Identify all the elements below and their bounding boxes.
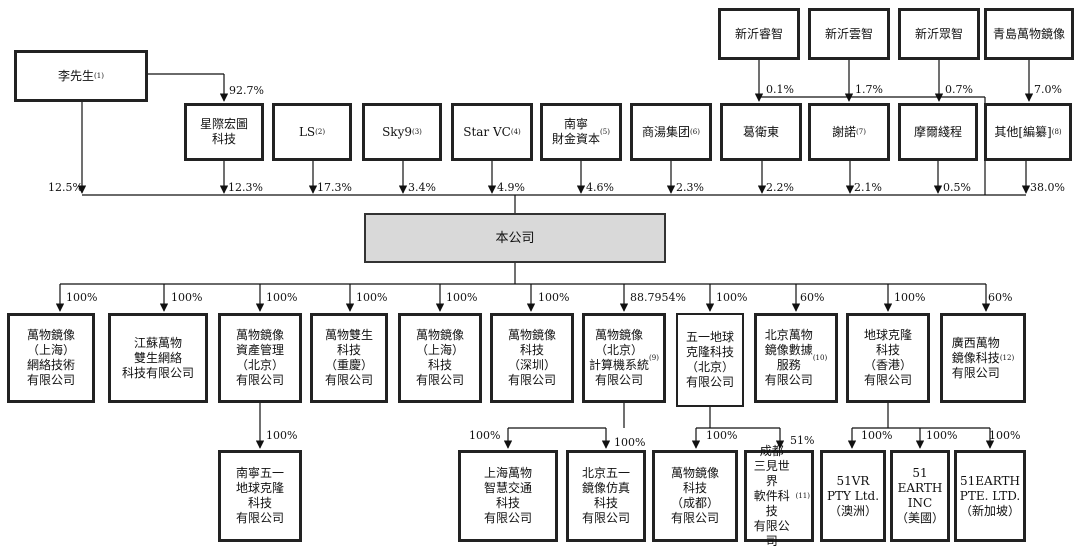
- shareholder-li: 李先生(1): [14, 50, 148, 102]
- pct-sub-5: 100%: [446, 291, 478, 304]
- pct-ls: 17.3%: [317, 181, 352, 194]
- subsidiary-2: 江蘇萬物 雙生網絡 科技有限公司: [108, 313, 208, 403]
- top-entity-xinyi-zhongzhi: 新沂眾智: [898, 8, 980, 60]
- subsubsidiary-51earth-us: 51 EARTH INC （美國）: [890, 450, 950, 542]
- subsubsidiary-nanning: 南寧五一 地球克隆 科技 有限公司: [218, 450, 302, 542]
- pct-li-to-xingji: 92.7%: [229, 84, 264, 97]
- pct-subsub-sanjian: 51%: [790, 434, 815, 447]
- shareholder-starvc-label: Star VC: [463, 124, 511, 139]
- shareholder-nanning-label: 南寧 財金資本: [552, 117, 601, 146]
- shareholder-sky9: Sky9(3): [362, 103, 442, 161]
- note-12: (12): [999, 353, 1015, 362]
- subsidiary-9-label: 北京萬物 鏡像數據 服務 有限公司: [764, 328, 813, 387]
- shareholder-xingji: 星際宏圖 科技: [184, 103, 264, 161]
- shareholder-xienuo: 謝諾(7): [808, 103, 890, 161]
- subsidiary-7-label: 萬物鏡像 （北京） 計算機系統 有限公司: [589, 328, 650, 387]
- subsubsidiary-sanjian: 成都 三見世界 軟件科技 有限公司 (11): [744, 444, 814, 548]
- pct-sub-6: 100%: [538, 291, 570, 304]
- subsubsidiary-51earth-sg: 51EARTH PTE. LTD. （新加坡）: [954, 450, 1026, 542]
- shareholder-nanning: 南寧 財金資本(5): [540, 103, 622, 161]
- subsubsidiary-chengdu: 萬物鏡像 科技 （成都） 有限公司: [652, 450, 738, 542]
- pct-sub-10: 100%: [894, 291, 926, 304]
- pct-subsub-51earth-sg: 100%: [989, 429, 1021, 442]
- pct-ruizhi: 0.1%: [766, 83, 794, 96]
- top-entity-xinyi-ruizhi: 新沂睿智: [718, 8, 800, 60]
- shareholder-ls: LS(2): [272, 103, 352, 161]
- shareholder-gewei: 葛衛東: [720, 103, 802, 161]
- shareholder-shangtang-label: 商湯集团: [642, 124, 691, 139]
- pct-xienuo: 2.1%: [854, 181, 882, 194]
- note-10: (10): [812, 353, 828, 362]
- note-3: (3): [411, 127, 422, 136]
- pct-starvc: 4.9%: [497, 181, 525, 194]
- shareholder-others-label: 其他[編纂]: [994, 124, 1052, 139]
- subsidiary-7: 萬物鏡像 （北京） 計算機系統 有限公司(9): [582, 313, 666, 403]
- subsidiary-8: 五一地球 克隆科技 （北京） 有限公司: [676, 313, 744, 407]
- top-entity-qingdao: 青島萬物鏡像: [984, 8, 1074, 60]
- subsubsidiary-51vr: 51VR PTY Ltd. （澳洲）: [820, 450, 886, 542]
- pct-others: 38.0%: [1030, 181, 1065, 194]
- note-8: (8): [1051, 127, 1062, 136]
- pct-zhongzhi: 0.7%: [945, 83, 973, 96]
- pct-qingdao: 7.0%: [1034, 83, 1062, 96]
- shareholder-shangtang: 商湯集团(6): [630, 103, 712, 161]
- note-4: (4): [510, 127, 521, 136]
- pct-sub-8: 100%: [716, 291, 748, 304]
- subsidiary-5: 萬物鏡像 （上海） 科技 有限公司: [398, 313, 482, 403]
- subsidiary-11-label: 廣西萬物 鏡像科技 有限公司: [951, 335, 1000, 380]
- pct-subsub-beijing: 100%: [614, 436, 646, 449]
- pct-subsub-chengdu: 100%: [706, 429, 738, 442]
- pct-subsub-nanning: 100%: [266, 429, 298, 442]
- pct-sky9: 3.4%: [408, 181, 436, 194]
- top-entity-xinyi-yunzhi: 新沂雲智: [808, 8, 890, 60]
- pct-sub-3: 100%: [266, 291, 298, 304]
- subsidiary-6: 萬物鏡像 科技 （深圳） 有限公司: [490, 313, 574, 403]
- pct-sub-4: 100%: [356, 291, 388, 304]
- pct-subsub-shanghai: 100%: [469, 429, 501, 442]
- note-1: (1): [94, 71, 104, 80]
- subsidiary-11: 廣西萬物 鏡像科技 有限公司(12): [940, 313, 1026, 403]
- shareholder-others: 其他[編纂](8): [984, 103, 1072, 161]
- subsidiary-10: 地球克隆 科技 （香港） 有限公司: [846, 313, 930, 403]
- pct-nanning: 4.6%: [586, 181, 614, 194]
- subsidiary-4: 萬物雙生 科技 （重慶） 有限公司: [310, 313, 388, 403]
- note-9: (9): [649, 353, 659, 362]
- pct-sub-1: 100%: [66, 291, 98, 304]
- subsubsidiary-shanghai: 上海萬物 智慧交通 科技 有限公司: [458, 450, 558, 542]
- pct-sub-2: 100%: [171, 291, 203, 304]
- pct-sub-11: 60%: [988, 291, 1013, 304]
- shareholder-starvc: Star VC(4): [451, 103, 533, 161]
- shareholder-ls-label: LS: [298, 124, 316, 139]
- shareholder-sky9-label: Sky9: [382, 124, 412, 139]
- pct-moer: 0.5%: [943, 181, 971, 194]
- subsidiary-1: 萬物鏡像 （上海） 網絡技術 有限公司: [7, 313, 95, 403]
- subsubsidiary-beijing: 北京五一 鏡像仿真 科技 有限公司: [566, 450, 646, 542]
- shareholder-moer: 摩爾綫程: [898, 103, 978, 161]
- subsidiary-3: 萬物鏡像 資產管理 （北京） 有限公司: [218, 313, 302, 403]
- note-7: (7): [856, 127, 866, 136]
- company-box: 本公司: [364, 213, 666, 263]
- note-5: (5): [600, 127, 610, 136]
- shareholder-li-label: 李先生: [58, 68, 95, 83]
- pct-subsub-51vr: 100%: [861, 429, 893, 442]
- pct-yunzhi: 1.7%: [855, 83, 883, 96]
- note-11: (11): [795, 491, 810, 500]
- pct-gewei: 2.2%: [766, 181, 794, 194]
- pct-subsub-51earth-us: 100%: [926, 429, 958, 442]
- note-6: (6): [690, 127, 700, 136]
- subsubsidiary-sanjian-label: 成都 三見世界 軟件科技 有限公司: [753, 443, 790, 548]
- shareholder-xienuo-label: 謝諾: [832, 124, 857, 139]
- pct-sub-7: 88.7954%: [630, 291, 686, 304]
- note-2: (2): [315, 127, 326, 136]
- pct-li-direct: 12.5%: [48, 181, 83, 194]
- subsidiary-9: 北京萬物 鏡像數據 服務 有限公司(10): [754, 313, 838, 403]
- pct-sub-9: 60%: [800, 291, 825, 304]
- pct-xingji: 12.3%: [228, 181, 263, 194]
- pct-shangtang: 2.3%: [676, 181, 704, 194]
